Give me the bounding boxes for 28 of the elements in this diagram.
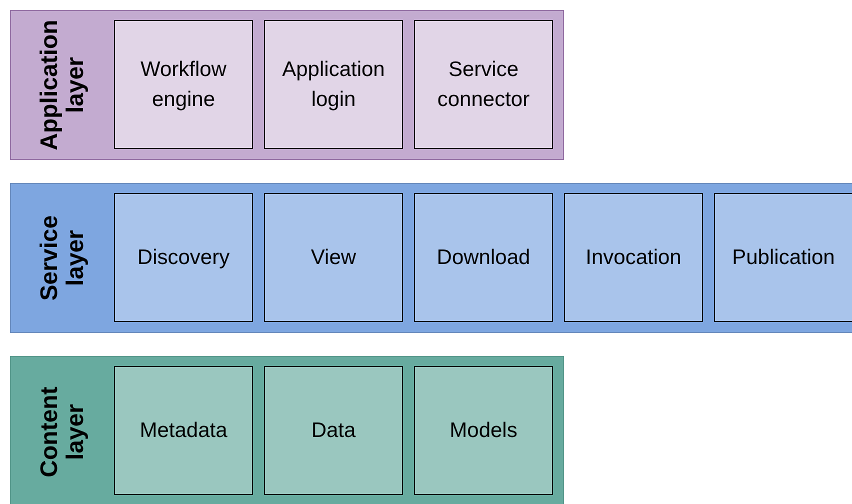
service-layer-band [10, 183, 852, 333]
component-box [264, 20, 403, 149]
application-layer-band [10, 10, 564, 160]
component-label: Invocation [584, 244, 682, 270]
component-box [414, 20, 553, 149]
layer-heading: Content layer [37, 386, 89, 480]
component-label: Models [448, 418, 518, 444]
component-label: View [310, 244, 358, 270]
component-label: Data [310, 418, 357, 444]
layer-heading: Service layer [37, 214, 89, 303]
component-label: Application login [281, 56, 386, 112]
component-label: Workflow engine [140, 56, 228, 112]
component-label: Metadata [138, 418, 228, 444]
component-box [414, 366, 553, 495]
component-box [114, 193, 253, 322]
component-label: Service connector [436, 56, 531, 112]
component-label: Publication [731, 244, 836, 270]
component-box [264, 366, 403, 495]
component-box [264, 193, 403, 322]
component-label: Discovery [136, 244, 231, 270]
component-label: Download [436, 244, 532, 270]
component-box [714, 193, 852, 322]
component-box [114, 20, 253, 149]
content-layer-band [10, 356, 564, 504]
component-box [564, 193, 703, 322]
layer-heading: Application layer [37, 18, 89, 152]
component-box [414, 193, 553, 322]
component-box [114, 366, 253, 495]
